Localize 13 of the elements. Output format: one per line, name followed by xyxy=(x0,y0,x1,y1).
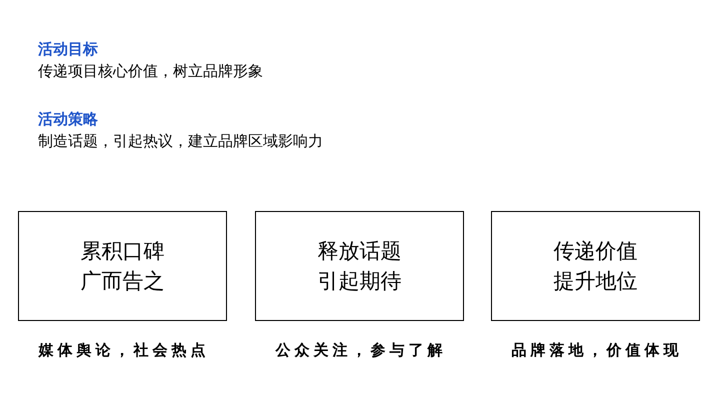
section-text: 制造话题，引起热议，建立品牌区域影响力 xyxy=(38,132,323,150)
text-box xyxy=(255,211,464,321)
box-caption: 品牌落地，价值体现 xyxy=(510,341,684,360)
section-heading: 活动策略 xyxy=(38,110,98,128)
box-caption: 媒体舆论，社会热点 xyxy=(37,341,210,360)
box-text: 累积口碑广而告之 xyxy=(80,238,166,295)
section-heading: 活动目标 xyxy=(38,40,98,58)
box-caption: 公众关注，参与了解 xyxy=(274,341,448,360)
text-box xyxy=(18,211,227,321)
text-box xyxy=(491,211,700,321)
box-text: 释放话题引起期待 xyxy=(316,238,402,295)
box-text: 传递价值提升地位 xyxy=(552,238,638,295)
section-text: 传递项目核心价值，树立品牌形象 xyxy=(38,62,263,80)
